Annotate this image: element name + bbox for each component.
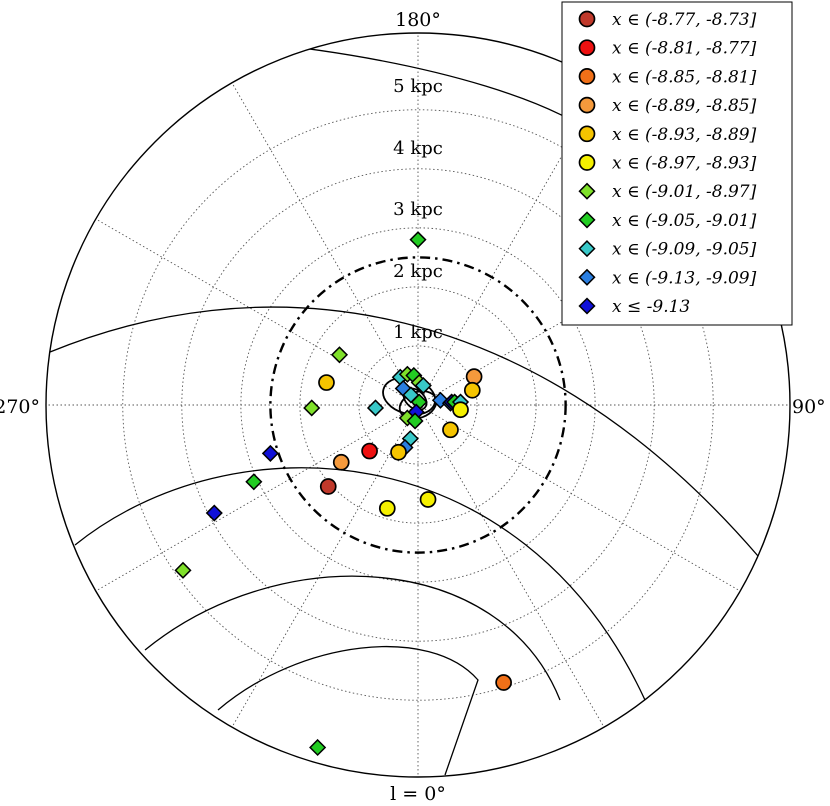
data-point — [465, 368, 483, 386]
legend-box — [561, 1, 793, 326]
legend-marker-8 — [578, 211, 596, 229]
legend-label-8: x ∈ (-9.05, -9.01] — [612, 211, 757, 231]
radius-label-4: 4 kpc — [393, 138, 443, 159]
legend: x ∈ (-8.77, -8.73] x ∈ (-8.81, -8.77] x ∈ … — [561, 1, 793, 326]
reference-dashdot-ring — [269, 256, 567, 554]
data-point — [330, 346, 349, 364]
data-point — [452, 401, 469, 419]
legend-marker-10 — [578, 268, 596, 286]
data-point — [318, 374, 335, 391]
data-point — [419, 491, 437, 508]
legend-label-3: x ∈ (-8.85, -8.81] — [612, 67, 757, 87]
legend-marker-3 — [578, 68, 596, 85]
angle-label-left: 270° — [0, 396, 40, 418]
data-point — [261, 444, 279, 462]
angle-label-right: 90° — [792, 396, 826, 418]
grid-ring-1 — [358, 345, 478, 465]
legend-marker-2 — [578, 39, 596, 57]
boundary-curve — [74, 467, 646, 701]
reference-ring — [269, 256, 567, 554]
data-point — [319, 478, 337, 495]
polar-grid — [46, 33, 790, 777]
legend-label-6: x ∈ (-8.97, -8.93] — [612, 154, 757, 174]
radius-label-5: 5 kpc — [393, 76, 443, 97]
polar-outer-border — [45, 32, 791, 778]
grid-spoke — [95, 404, 419, 592]
radius-label-2: 2 kpc — [393, 261, 443, 282]
grid-spoke — [95, 218, 419, 406]
legend-marker-7 — [578, 182, 596, 200]
legend-label-2: x ∈ (-8.81, -8.77] — [612, 39, 757, 59]
legend-marker-4 — [578, 96, 596, 114]
legend-marker-5 — [578, 125, 596, 143]
legend-label-1: x ∈ (-8.77, -8.73] — [612, 10, 757, 30]
data-point — [414, 376, 432, 395]
legend-label-11: x ≤ -9.13 — [612, 297, 690, 317]
data-point — [463, 381, 481, 399]
data-points — [174, 231, 512, 757]
legend-marker-9 — [578, 240, 596, 258]
data-point — [174, 561, 192, 579]
grid-ring-2 — [299, 286, 537, 524]
boundary-curve — [217, 646, 479, 776]
data-point — [309, 738, 327, 757]
data-point — [303, 399, 321, 417]
angle-label-bottom: l = 0° — [390, 783, 446, 805]
legend-marker-6 — [578, 154, 596, 171]
legend-marker-1 — [578, 10, 596, 28]
legend-label-4: x ∈ (-8.89, -8.85] — [612, 96, 757, 116]
boundary-curve — [144, 575, 561, 701]
legend-label-5: x ∈ (-8.93, -8.89] — [612, 125, 757, 145]
grid-spoke — [231, 404, 419, 728]
data-point — [205, 504, 223, 522]
legend-label-7: x ∈ (-9.01, -8.97] — [612, 182, 757, 202]
boundary-curve — [49, 306, 759, 557]
angle-label-top: 180° — [395, 9, 441, 31]
data-point — [406, 412, 424, 430]
grid-spoke — [417, 404, 741, 592]
data-point — [390, 443, 407, 461]
data-point — [361, 442, 378, 460]
grid-ring-5 — [122, 109, 714, 701]
data-point — [245, 473, 263, 491]
radius-labels: 1 kpc 2 kpc 3 kpc 4 kpc 5 kpc — [393, 76, 443, 343]
data-point — [409, 231, 427, 249]
data-point — [332, 453, 350, 471]
angle-labels: 180° 90° l = 0° 270° — [0, 9, 826, 805]
data-point — [366, 399, 385, 417]
legend-label-10: x ∈ (-9.13, -9.09] — [612, 268, 757, 288]
data-point — [442, 421, 459, 439]
data-point — [495, 674, 512, 691]
legend-marker-11 — [578, 297, 596, 315]
legend-label-9: x ∈ (-9.09, -9.05] — [612, 240, 757, 260]
radius-label-1: 1 kpc — [393, 322, 443, 343]
radius-label-3: 3 kpc — [393, 199, 443, 220]
data-point — [378, 499, 396, 517]
grid-spoke — [231, 82, 419, 406]
